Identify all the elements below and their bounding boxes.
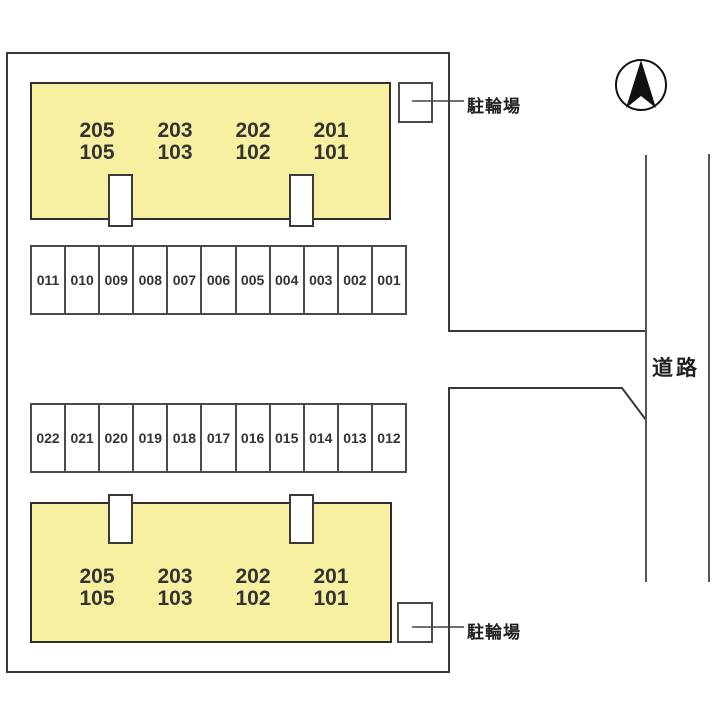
parking-space: 006: [200, 247, 234, 313]
parking-space: 016: [234, 405, 269, 471]
parking-space: 017: [200, 405, 234, 471]
entrance-north-left: [108, 174, 133, 227]
entrance-north-right: [289, 174, 314, 227]
parking-space: 020: [98, 405, 132, 471]
parking-space: 018: [166, 405, 200, 471]
parking-space: 010: [64, 247, 98, 313]
parking-space: 008: [132, 247, 166, 313]
parking-space: 015: [268, 405, 303, 471]
parking-space: 007: [166, 247, 200, 313]
parking-space: 022: [36, 430, 60, 446]
parking-space: 004: [268, 247, 303, 313]
parking-space: 019: [132, 405, 166, 471]
parking-space: 003: [302, 247, 337, 313]
compass-north-arrow-icon: [615, 59, 667, 111]
parking-space: 014: [302, 405, 337, 471]
parking-space: 012: [370, 405, 405, 471]
road-label: 道路: [652, 357, 700, 380]
parking-space: 009: [98, 247, 132, 313]
parking-space: 002: [336, 247, 371, 313]
parking-space: 001: [370, 247, 405, 313]
bicycle-parking-square-bottom: [397, 602, 433, 643]
parking-space: 021: [64, 405, 98, 471]
entrance-south-right: [289, 494, 314, 544]
bicycle-parking-label-top: 駐輪場: [467, 97, 521, 116]
bicycle-parking-label-bottom: 駐輪場: [467, 623, 521, 642]
entrance-south-left: [108, 494, 133, 544]
parking-space: 011: [36, 272, 60, 288]
bicycle-parking-square-top: [398, 82, 433, 123]
parking-space: 013: [336, 405, 371, 471]
parking-space: 005: [234, 247, 269, 313]
